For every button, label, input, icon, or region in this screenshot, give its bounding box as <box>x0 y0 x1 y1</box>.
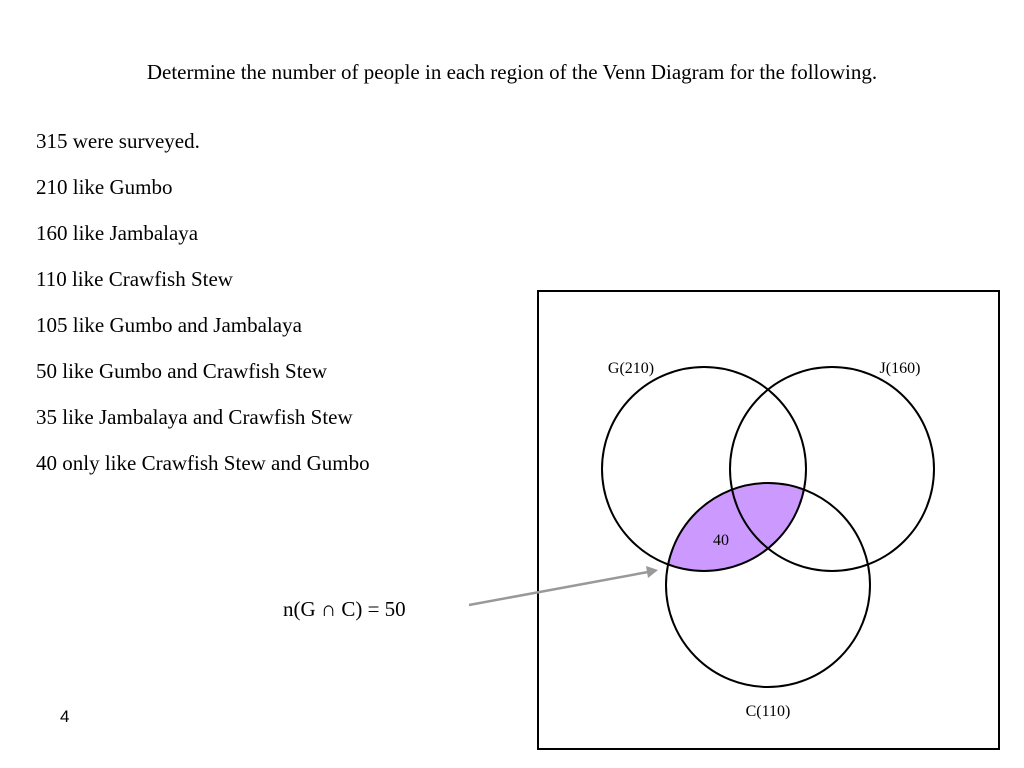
region-g-and-c-value: 40 <box>713 532 729 549</box>
fact-jambalaya: 160 like Jambalaya <box>36 221 199 245</box>
circle-c <box>665 482 871 688</box>
region-g-and-c <box>666 483 806 571</box>
fact-total-surveyed: 315 were surveyed. <box>36 129 200 153</box>
fact-only-crawfish-and-gumbo: 40 only like Crawfish Stew and Gumbo <box>36 451 370 475</box>
circle-g <box>601 366 807 572</box>
fact-gumbo-and-crawfish: 50 like Gumbo and Crawfish Stew <box>36 359 328 383</box>
slide-number: 4 <box>60 707 70 726</box>
label-g: G(210) <box>608 360 654 377</box>
circle-j <box>729 366 935 572</box>
label-c: C(110) <box>746 703 791 720</box>
fact-jambalaya-and-crawfish: 35 like Jambalaya and Crawfish Stew <box>36 405 353 429</box>
slide-title: Determine the number of people in each r… <box>146 60 878 84</box>
fact-crawfish-stew: 110 like Crawfish Stew <box>36 267 233 291</box>
fact-gumbo-and-jambalaya: 105 like Gumbo and Jambalaya <box>36 313 302 337</box>
fact-gumbo: 210 like Gumbo <box>36 175 173 199</box>
survey-facts-list: 315 were surveyed. 210 like Gumbo 160 li… <box>36 126 370 494</box>
region-g-and-c-fill <box>666 483 806 571</box>
pointer-arrow-head <box>646 566 658 578</box>
intersection-equation: n(G ∩ C) = 50 <box>283 597 406 621</box>
universal-set-box <box>537 290 1000 750</box>
pointer-arrow <box>468 570 649 607</box>
label-j: J(160) <box>880 360 921 377</box>
